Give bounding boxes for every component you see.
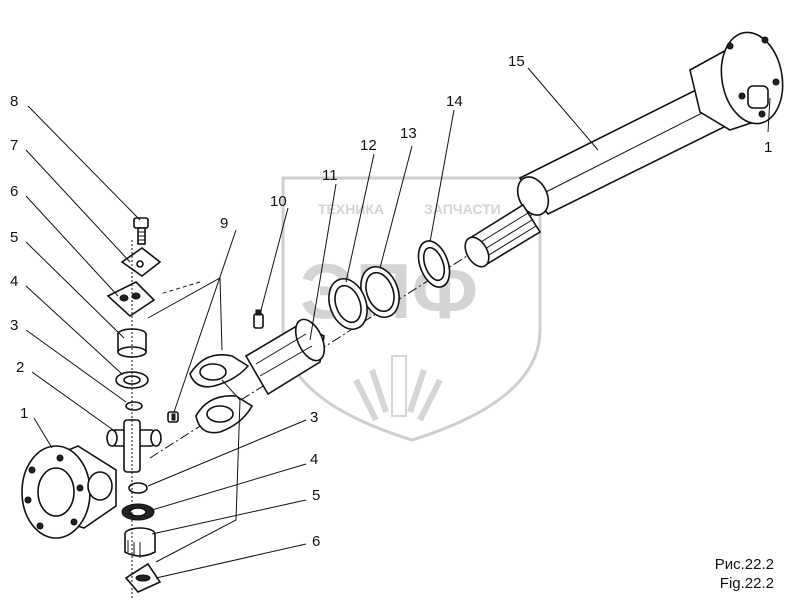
- watermark-text-2: ЗАПЧАСТИ: [424, 201, 501, 217]
- part-1-left-flange-yoke: [21, 445, 117, 539]
- callout-4-bottom: 4: [310, 451, 318, 468]
- leader-lines: [25, 67, 771, 579]
- part-12-seal: [328, 278, 368, 330]
- part-2-cross: [106, 419, 162, 473]
- part-6-plate-top: [106, 281, 156, 318]
- part-4-seal-bottom: [121, 503, 155, 521]
- callout-7: 7: [10, 137, 18, 154]
- callout-8: 8: [10, 93, 18, 110]
- callout-1-right: 1: [764, 139, 772, 156]
- part-6-plate-bottom: [124, 562, 162, 593]
- callout-12: 12: [360, 137, 377, 154]
- part-3-ring-bottom: [128, 482, 148, 494]
- part-9-fitting: [167, 411, 179, 423]
- watermark-wheat-icon: [353, 355, 443, 422]
- callout-9: 9: [220, 215, 228, 232]
- callout-3-bottom: 3: [310, 409, 318, 426]
- callout-10: 10: [270, 193, 287, 210]
- part-7-lock-plate: [120, 247, 162, 277]
- callout-1-left: 1: [20, 405, 28, 422]
- part-5-bearing-cup-bottom: [124, 527, 156, 558]
- callout-14: 14: [446, 93, 463, 110]
- callout-15: 15: [508, 53, 525, 70]
- part-13-ring: [360, 266, 400, 318]
- part-11-slip-yoke: [189, 318, 326, 434]
- part-15-tube: [516, 87, 732, 216]
- assembly-line-bottom: [155, 379, 241, 563]
- callout-13: 13: [400, 125, 417, 142]
- part-1-right-flange-yoke: [689, 31, 784, 131]
- callout-5-top: 5: [10, 229, 18, 246]
- watermark: ТЕХНИКА ЗАПЧАСТИ ЭПФ: [281, 176, 542, 442]
- assembly-line-top: [147, 277, 223, 351]
- part-3-ring-top: [125, 401, 143, 411]
- part-15-splined-shaft: [464, 203, 542, 268]
- watermark-text-1: ТЕХНИКА: [318, 201, 384, 217]
- callout-5-bottom: 5: [312, 487, 320, 504]
- callout-6-bottom: 6: [312, 533, 320, 550]
- callout-2: 2: [16, 359, 24, 376]
- figure-caption-ru: Рис.22.2: [714, 556, 774, 573]
- part-8-bolt: [133, 217, 149, 245]
- part-14-ring: [417, 240, 451, 288]
- figure-caption-en: Fig.22.2: [719, 575, 774, 592]
- callout-4-top: 4: [10, 273, 18, 290]
- part-10-grease-nipple: [253, 309, 264, 329]
- callout-3-top: 3: [10, 317, 18, 334]
- callout-6-top: 6: [10, 183, 18, 200]
- callout-11: 11: [322, 167, 338, 184]
